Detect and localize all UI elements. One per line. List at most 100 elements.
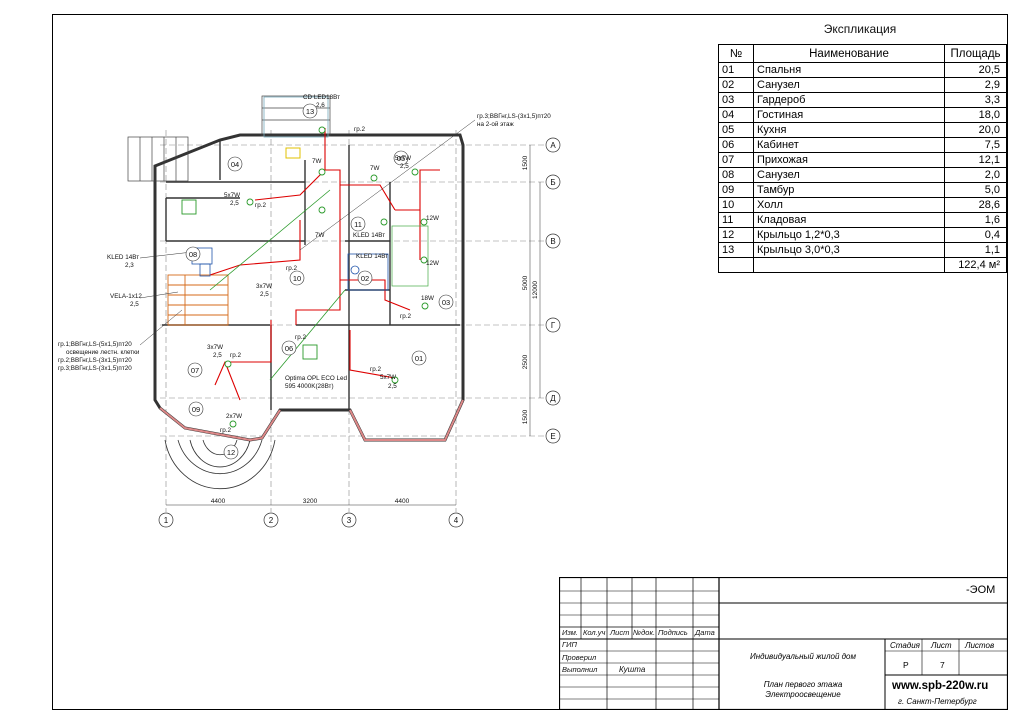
plan-label: 3	[347, 516, 352, 525]
title-block	[559, 577, 1008, 710]
table-header-row: № Наименование Площадь	[718, 44, 1007, 63]
plan-annotation: гр.2;ВВГнг,LS-(3x1,5)пт20	[58, 357, 132, 364]
plan-annotation: 7W	[370, 165, 380, 172]
sheet-frame	[52, 14, 1008, 710]
plan-label: 4	[454, 516, 459, 525]
header-num: №	[718, 44, 754, 63]
row-area: 3,3	[944, 92, 1007, 108]
total-empty	[718, 257, 754, 273]
row-num: 06	[718, 137, 754, 153]
plan-annotation: 3x7W	[256, 283, 272, 290]
plan-label: Е	[550, 432, 555, 441]
row-name: Крыльцо 3,0*0,3	[753, 242, 945, 258]
header-name: Наименование	[753, 44, 945, 63]
row-area: 20,5	[944, 62, 1007, 78]
room-tag-08: 08	[189, 250, 197, 259]
room-tag-06: 06	[285, 344, 293, 353]
room-tag-02: 02	[361, 274, 369, 283]
room-tag-01: 01	[415, 354, 423, 363]
plan-annotation: Optima OPL ECO Led	[285, 375, 348, 382]
plan-label: Д	[550, 394, 556, 403]
plan-label: 1500	[522, 409, 529, 424]
plan-annotation: KLED 14Вт	[353, 232, 385, 239]
row-name: Гостиная	[753, 107, 945, 123]
plan-annotation: гр.2	[220, 427, 232, 434]
plan-annotation: 5x7W	[395, 155, 411, 162]
room-tags	[185, 103, 454, 460]
plan-label: Б	[550, 178, 555, 187]
row-num: 02	[718, 77, 754, 93]
project-name: Индивидуальный жилой дом	[750, 652, 856, 661]
row-num: 05	[718, 122, 754, 138]
total-area: 122,4 м²	[944, 257, 1007, 273]
plan-label: 4400	[211, 498, 226, 505]
plan-annotation: гр.3;ВВГнг,LS-(3x1,5)пт20	[58, 365, 132, 372]
plan-annotation: гр.3;ВВГнг,LS-(3x1,5)пт20	[477, 113, 551, 120]
row-num: 13	[718, 242, 754, 258]
plan-annotation: 12W	[426, 215, 439, 222]
plan-annotation: CD LED18Вт	[303, 94, 340, 101]
sheet-header: Лист	[931, 641, 952, 650]
plan-label: 2	[269, 516, 274, 525]
explication-title: Экспликация	[823, 22, 897, 36]
row-name: Крыльцо 1,2*0,3	[753, 227, 945, 243]
sheet-value: 7	[940, 660, 945, 670]
row-area: 12,1	[944, 152, 1007, 168]
row-num: 04	[718, 107, 754, 123]
plan-annotation: 2,5	[130, 301, 139, 308]
room-tag-13: 13	[306, 107, 314, 116]
sheets-header: Листов	[965, 641, 995, 650]
plan-annotation: VELA-1x12	[110, 293, 142, 300]
row-num: 07	[718, 152, 754, 168]
plan-annotation: 12W	[426, 260, 439, 267]
walls	[153, 133, 465, 442]
plan-annotation: 2,5	[400, 163, 409, 170]
document-code: -ЭОМ	[966, 584, 996, 596]
header-area: Площадь	[944, 44, 1007, 63]
row-name: Гардероб	[753, 92, 945, 108]
row-name: Спальня	[753, 62, 945, 78]
row-name: Тамбур	[753, 182, 945, 198]
plan-annotation: гр.2	[354, 126, 366, 133]
plan-label: 5000	[522, 275, 529, 290]
axis-markers	[158, 137, 561, 528]
dimensions: 4400 3200 4400	[211, 498, 410, 505]
plan-label: А	[550, 141, 556, 150]
plan-annotation: 2,5	[388, 383, 397, 390]
plan-label: 2500	[522, 354, 529, 369]
room-tag-11: 11	[354, 220, 362, 229]
stage-header: Стадия	[890, 641, 920, 650]
plan-label: Г	[551, 321, 556, 330]
website-link[interactable]: www.spb-220w.ru	[892, 680, 989, 692]
row-area: 28,6	[944, 197, 1007, 213]
plan-annotation: 5x7W	[380, 374, 396, 381]
row-num: 10	[718, 197, 754, 213]
row-num: 01	[718, 62, 754, 78]
plan-annotation: гр.2	[286, 265, 298, 272]
room-tag-09: 09	[192, 405, 200, 414]
plan-label: 1500	[522, 155, 529, 170]
room-tag-12: 12	[227, 448, 235, 457]
plan-label: 4400	[395, 498, 410, 505]
row-num: 08	[718, 167, 754, 183]
plan-annotation: 595 4000K(28Вт)	[285, 383, 334, 390]
plan-label: 3200	[303, 498, 318, 505]
stair	[127, 95, 331, 182]
plan-annotation: гр.2	[370, 366, 382, 373]
plan-annotation: на 2-ой этаж	[477, 120, 514, 128]
row-area: 2,9	[944, 77, 1007, 93]
sheet-title-line2: Электроосвещение	[765, 690, 841, 699]
